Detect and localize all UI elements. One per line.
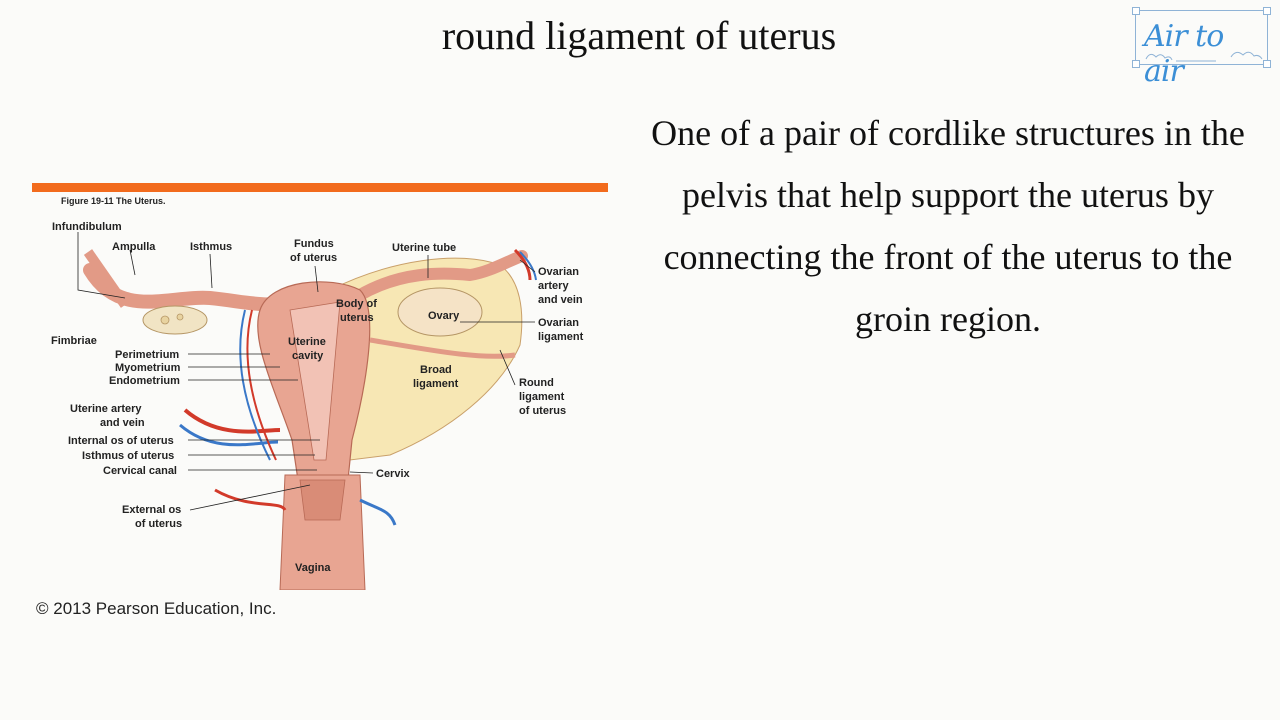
uterine-cavity [289, 301, 341, 461]
label-body-2: uterus [340, 312, 374, 324]
label-uterine-cavity-1: Uterine [288, 336, 326, 348]
logo-corner-handle [1263, 60, 1271, 68]
label-endometrium: Endometrium [109, 375, 180, 387]
label-fundus-2: of uterus [290, 252, 337, 264]
label-cervical-canal: Cervical canal [103, 465, 177, 477]
label-broad-2: ligament [413, 378, 459, 390]
label-ovarian-artery-1: Ovarian [538, 266, 579, 278]
uterus-diagram: Infundibulum Ampulla Isthmus Fundus of u… [51, 221, 584, 590]
air-to-air-logo: Air to air [1132, 7, 1271, 89]
uterine-vein [179, 423, 279, 447]
label-broad-1: Broad [420, 364, 452, 376]
label-round-2: ligament [519, 391, 565, 403]
label-isthmus-uterus: Isthmus of uterus [82, 450, 174, 462]
label-ovarian-ligament-2: ligament [538, 331, 584, 343]
label-internal-os: Internal os of uterus [68, 435, 174, 447]
label-cervix: Cervix [376, 468, 411, 480]
logo-corner-handle [1132, 60, 1140, 68]
label-fimbriae: Fimbriae [51, 335, 97, 347]
label-ampulla: Ampulla [112, 241, 156, 253]
label-round-1: Round [519, 377, 554, 389]
label-uterine-artery-2: and vein [100, 417, 145, 429]
label-vagina: Vagina [295, 562, 331, 574]
label-uterine-tube: Uterine tube [392, 242, 456, 254]
logo-corner-handle [1263, 7, 1271, 15]
label-body-1: Body of [336, 298, 377, 310]
label-ovarian-artery-2: artery [538, 280, 569, 292]
figure-accent-bar [32, 183, 608, 192]
copyright-text: © 2013 Pearson Education, Inc. [36, 599, 277, 618]
uterine-artery [183, 408, 281, 434]
vagina-shape [279, 474, 366, 590]
right-ovary [397, 287, 483, 337]
definition-text: One of a pair of cordlike structures in … [651, 113, 1245, 339]
label-myometrium: Myometrium [115, 362, 181, 374]
slide-title: round ligament of uterus [441, 13, 837, 58]
label-isthmus: Isthmus [190, 241, 232, 253]
logo-text: Air to air [1144, 19, 1224, 89]
label-external-os-2: of uterus [135, 518, 182, 530]
label-perimetrium: Perimetrium [115, 349, 179, 361]
right-uterine-tube [354, 250, 528, 301]
label-round-3: of uterus [519, 405, 566, 417]
label-ovary: Ovary [428, 310, 460, 322]
cloud-icon [1145, 51, 1263, 62]
label-uterine-artery-1: Uterine artery [70, 403, 142, 415]
label-ovarian-ligament-1: Ovarian [538, 317, 579, 329]
label-ovarian-artery-3: and vein [538, 294, 583, 306]
left-ovary [142, 305, 208, 335]
label-fundus-1: Fundus [294, 238, 334, 250]
label-infundibulum: Infundibulum [52, 221, 122, 233]
logo-corner-handle [1132, 7, 1140, 15]
figure-caption: Figure 19-11 The Uterus. [61, 196, 166, 206]
label-uterine-cavity-2: cavity [292, 350, 324, 362]
label-external-os-1: External os [122, 504, 181, 516]
